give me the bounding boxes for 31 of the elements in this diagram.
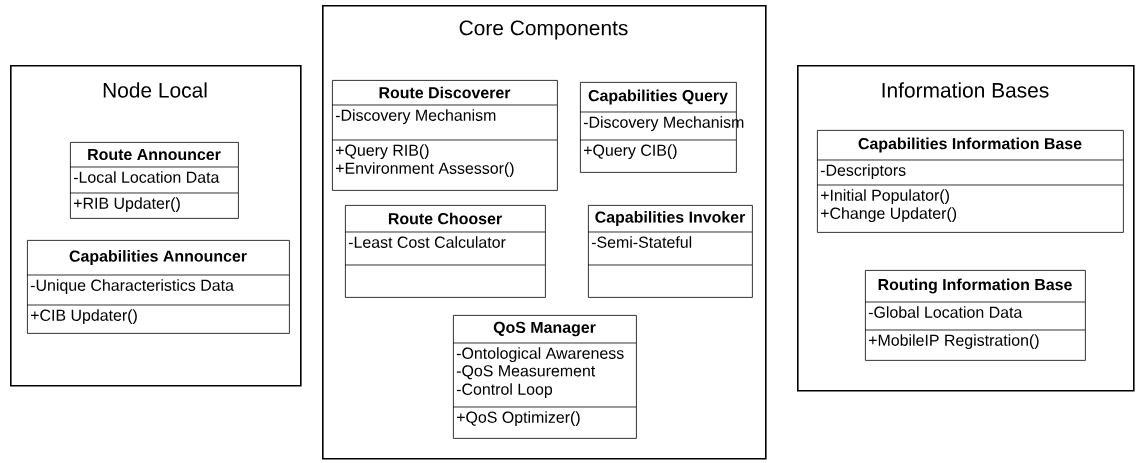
method-text: +Query RIB(): [336, 144, 429, 160]
class-name: Route Discoverer: [379, 86, 511, 99]
class-name: Route Announcer: [88, 148, 221, 161]
method-text: +Change Updater(): [821, 207, 957, 223]
method-text: +QoS Optimizer(): [457, 411, 580, 427]
method-text: +Environment Assessor(): [336, 162, 514, 178]
attribute-text: -Least Cost Calculator: [348, 236, 506, 248]
method-text: +MobileIP Registration(): [869, 334, 1039, 350]
method-text: +Initial Populator(): [821, 189, 949, 205]
class-name: QoS Manager: [493, 321, 596, 337]
attribute-text: -Semi-Stateful: [591, 236, 692, 248]
attribute-text: -Discovery Mechanism: [335, 109, 496, 125]
attribute-text: -Ontological Awareness: [456, 347, 624, 363]
class-name: Capabilities Announcer: [69, 250, 247, 265]
class-name: Capabilities Query: [588, 89, 728, 105]
container-title: Information Bases: [882, 82, 1049, 98]
class-name: Route Chooser: [388, 212, 502, 225]
container-title: Core Components: [459, 20, 628, 40]
class-name: Routing Information Base: [878, 278, 1072, 294]
attribute-text: -Control Loop: [456, 383, 553, 399]
attribute-text: -QoS Measurement: [456, 365, 596, 380]
attribute-text: -Local Location Data: [73, 171, 220, 183]
attribute-text: -Unique Characteristics Data: [30, 279, 234, 295]
method-text: +CIB Updater(): [31, 309, 137, 325]
container-title: Node Local: [103, 82, 207, 98]
attribute-text: -Descriptors: [820, 164, 906, 180]
method-text: +Query CIB(): [584, 144, 677, 160]
method-text: +RIB Updater(): [74, 197, 180, 213]
attribute-text: -Global Location Data: [868, 306, 1023, 318]
class-name: Capabilities Invoker: [595, 211, 746, 226]
class-name: Capabilities Information Base: [858, 137, 1082, 153]
